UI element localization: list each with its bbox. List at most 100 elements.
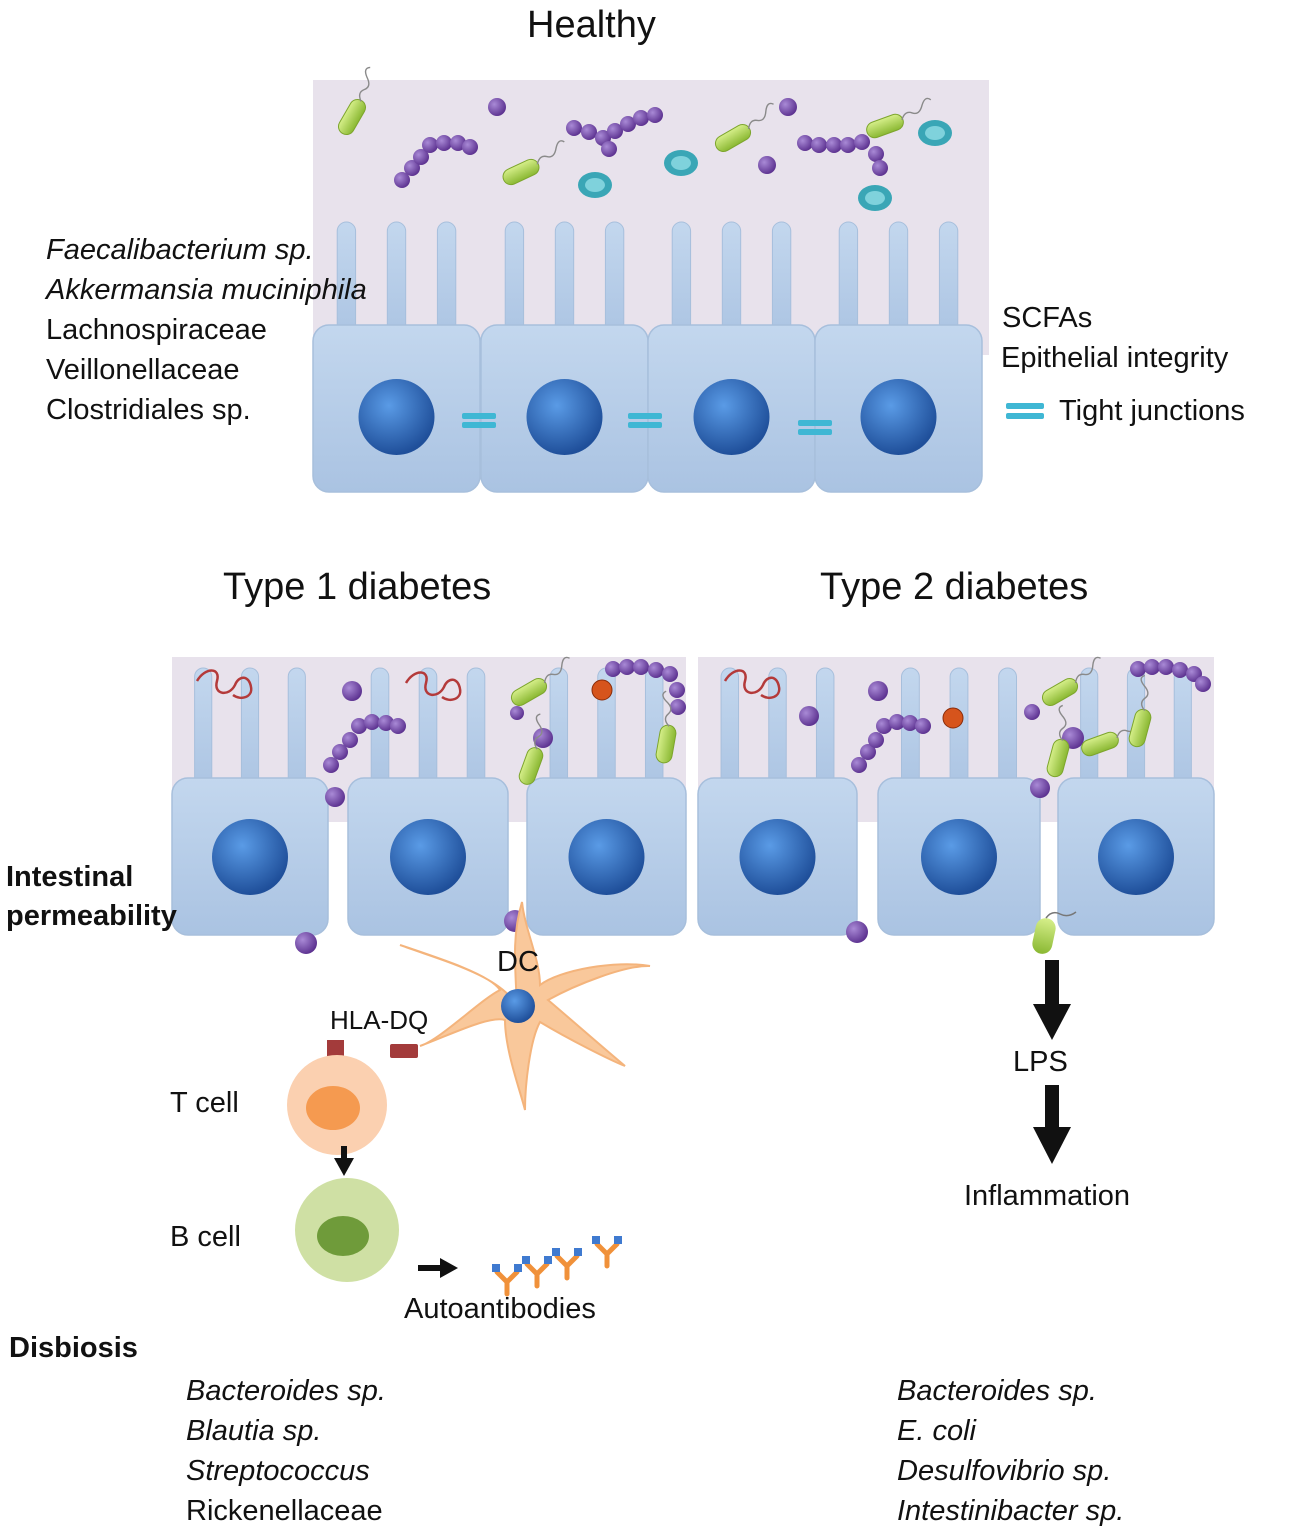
coccus-bacterium <box>797 135 813 151</box>
teal-bacterium <box>664 150 698 176</box>
arrow-tcell-to-bcell <box>334 1146 354 1176</box>
t-cell <box>287 1055 387 1155</box>
nucleus-icon <box>739 819 816 895</box>
epithelial-cell <box>312 221 481 493</box>
coccus-bacterium <box>607 123 623 139</box>
tight-junction-icon <box>628 413 662 428</box>
coccus-bacterium <box>811 137 827 153</box>
coccus-bacterium <box>872 160 888 176</box>
nucleus-icon <box>212 819 288 895</box>
rod-bacterium <box>714 102 774 152</box>
streptococcus-chain <box>797 134 888 176</box>
coccus-bacterium <box>868 681 888 701</box>
coccus-bacterium <box>840 137 856 153</box>
t1-taxon: Bacteroides sp. <box>186 1375 386 1407</box>
coccus-bacterium <box>605 661 621 677</box>
streptococcus-chain <box>323 714 406 773</box>
healthy-epithelium <box>312 221 983 493</box>
antibody-icon <box>592 1236 622 1269</box>
coccus-bacterium <box>332 744 348 760</box>
spirochete-bacterium <box>723 669 781 699</box>
arrow-bcell-to-autoantibodies <box>418 1258 458 1278</box>
coccus-bacterium <box>633 659 649 675</box>
nucleus-icon <box>860 379 937 455</box>
arrow-to-lps <box>1033 960 1071 1040</box>
b-cell-label: B cell <box>170 1221 241 1253</box>
coccus-bacterium <box>662 666 678 682</box>
dendritic-cell <box>399 901 651 1111</box>
coccus-bacterium <box>902 715 918 731</box>
nucleus-icon <box>1098 819 1174 895</box>
nucleus-icon <box>921 819 997 895</box>
coccus-bacterium <box>619 659 635 675</box>
coccus-bacterium <box>876 718 892 734</box>
coccus-bacterium <box>1144 659 1160 675</box>
coccus-bacterium <box>1030 778 1050 798</box>
spirochete-bacterium <box>404 671 462 701</box>
antibody-icon <box>522 1256 552 1289</box>
coccus-bacterium <box>826 137 842 153</box>
epithelial-cell <box>697 667 858 936</box>
streptococcus-chain <box>1130 659 1211 692</box>
healthy-taxon: Veillonellaceae <box>46 354 240 386</box>
coccus-bacterium <box>581 124 597 140</box>
nucleus-icon <box>526 379 603 455</box>
t1-taxon: Blautia sp. <box>186 1415 322 1447</box>
epithelial-cell <box>171 667 329 936</box>
tight-junction-legend-icon <box>1006 403 1044 419</box>
coccus-bacterium <box>488 98 506 116</box>
t2-taxa-list: Bacteroides sp. E. coli Desulfovibrio sp… <box>897 1377 1124 1537</box>
nucleus-icon <box>390 819 466 895</box>
type2-title: Type 2 diabetes <box>820 566 1089 608</box>
healthy-taxon: Lachnospiraceae <box>46 314 267 346</box>
rod-bacterium <box>502 140 565 186</box>
t1-microbiota <box>195 656 686 807</box>
coccus-bacterium <box>422 137 438 153</box>
intestinal-permeability-label: Intestinal permeability <box>6 861 177 932</box>
healthy-taxa-list: Faecalibacterium sp. Akkermansia mucinip… <box>46 236 367 436</box>
b-cell <box>295 1178 399 1282</box>
teal-bacterium <box>858 185 892 211</box>
epithelial-cell <box>347 667 509 936</box>
rod-bacterium <box>518 713 544 785</box>
dc-label: DC <box>497 946 539 978</box>
coccus-bacterium <box>648 662 664 678</box>
coccus-bacterium <box>758 156 776 174</box>
healthy-taxon: Clostridiales sp. <box>46 394 251 426</box>
epithelial-cell <box>1057 667 1215 936</box>
rod-bacterium <box>655 690 677 764</box>
healthy-microbiota <box>338 66 952 211</box>
coccus-bacterium <box>1130 661 1146 677</box>
red-bacterium <box>591 679 613 701</box>
healthy-taxon: Faecalibacterium sp. <box>46 234 314 266</box>
arrow-to-inflammation <box>1033 1085 1071 1164</box>
rod-bacterium <box>1128 674 1152 748</box>
t2-epithelium <box>697 667 1215 936</box>
t1-taxon: Rickenellaceae <box>186 1495 383 1527</box>
streptococcus-chain <box>566 107 663 146</box>
healthy-taxon: Akkermansia muciniphila <box>46 274 367 306</box>
epithelial-cell <box>814 221 983 493</box>
coccus-bacterium <box>779 98 797 116</box>
t1-epithelium <box>171 667 687 936</box>
antibody-icon <box>552 1248 582 1281</box>
coccus-bacterium <box>566 120 582 136</box>
coccus-bacterium <box>364 714 380 730</box>
scfas-label: SCFAs <box>1002 302 1093 334</box>
coccus-bacterium <box>889 714 905 730</box>
epithelial-cell <box>480 221 649 493</box>
coccus-bacterium <box>394 172 410 188</box>
streptococcus-chain <box>394 135 478 188</box>
nucleus-icon <box>693 379 770 455</box>
coccus-bacterium <box>342 681 362 701</box>
coccus-bacterium <box>799 706 819 726</box>
type1-title: Type 1 diabetes <box>223 566 492 608</box>
nucleus-icon <box>568 819 645 895</box>
teal-bacterium <box>918 120 952 146</box>
coccus-bacterium <box>1158 659 1174 675</box>
streptococcus-chain <box>851 714 931 773</box>
tight-junctions-label: Tight junctions <box>1059 395 1245 427</box>
rod-bacterium <box>1041 656 1101 706</box>
hla-dq-molecules <box>327 1040 418 1058</box>
tight-junction-icon <box>462 413 496 428</box>
